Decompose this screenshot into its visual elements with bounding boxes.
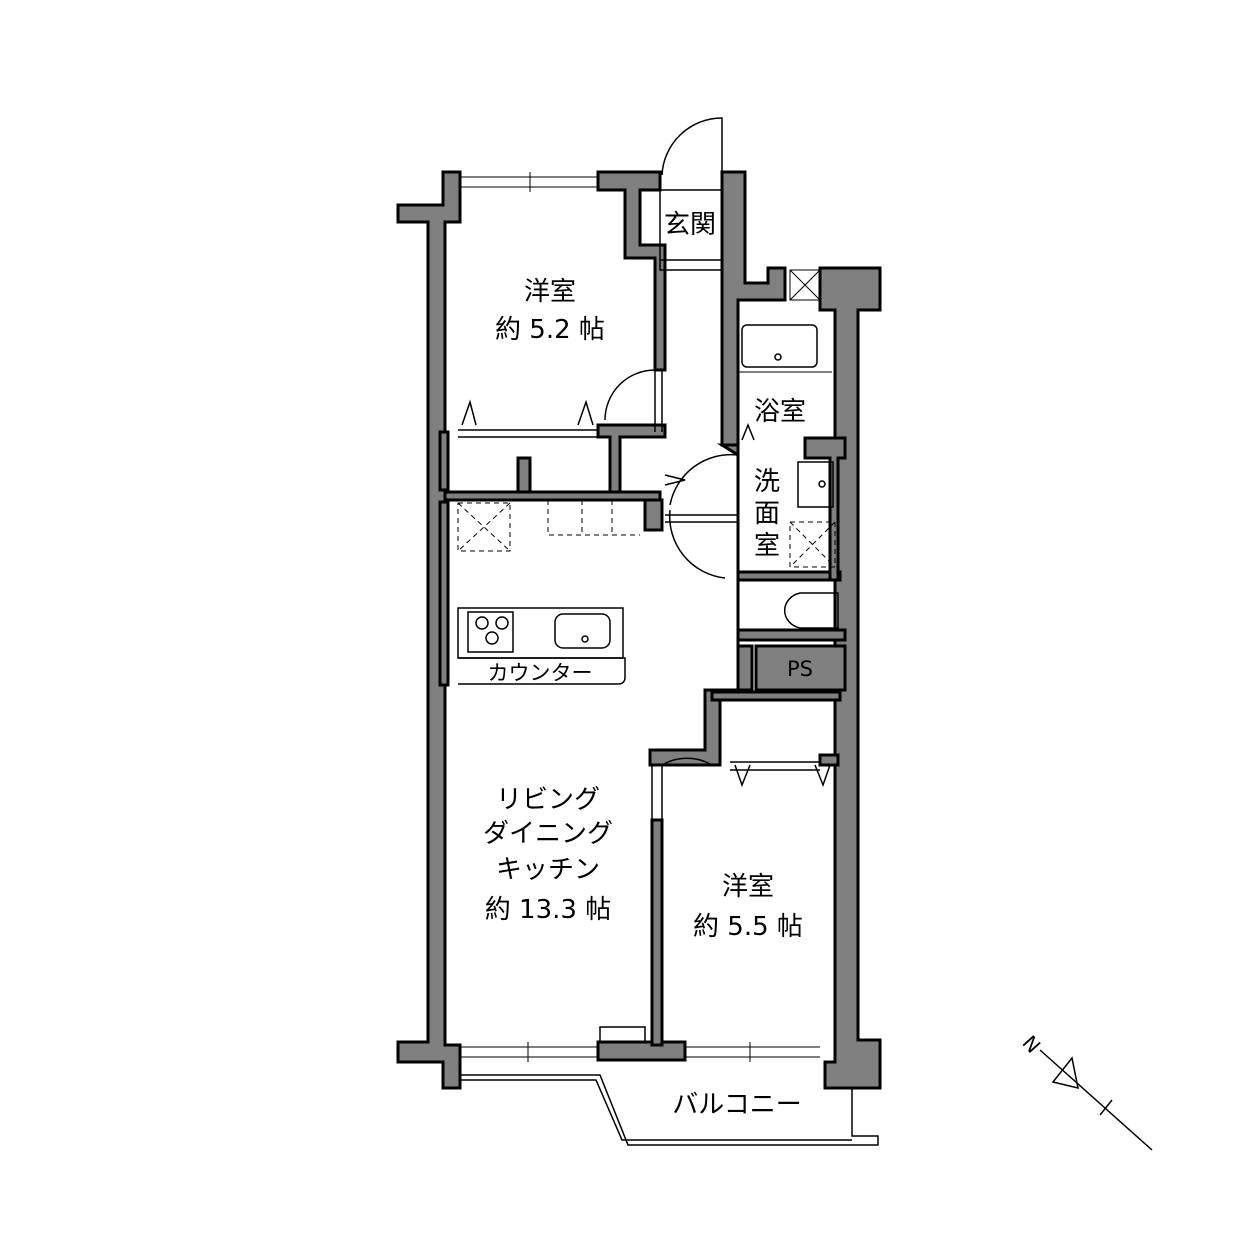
compass-north-label: N — [1018, 1031, 1046, 1058]
wash-basin — [797, 461, 834, 508]
ldk-label-2: ダイニング — [483, 819, 613, 849]
stove — [467, 611, 514, 653]
bedroom-north-name: 洋室 — [524, 277, 576, 307]
fixtures — [457, 324, 879, 1146]
entrance-label: 玄関 — [664, 210, 716, 240]
washroom-label-3: 室 — [754, 531, 780, 561]
compass: N — [1018, 1031, 1153, 1151]
north-arrow-icon — [1051, 1056, 1079, 1090]
doors — [458, 117, 831, 820]
washer-space — [789, 521, 836, 568]
bathtub — [741, 324, 818, 368]
ldk-label-1: リビング — [496, 785, 600, 815]
bedroom-south-size: 約 5.5 帖 — [693, 912, 803, 942]
bath-label: 浴室 — [754, 397, 806, 427]
ldk-label-3: キッチン — [496, 855, 600, 885]
windows — [460, 172, 821, 1062]
ldk-size: 約 13.3 帖 — [485, 895, 611, 925]
counter-label: カウンター — [488, 661, 593, 685]
washroom-label-1: 洗 — [754, 467, 780, 497]
bedroom-north-size: 約 5.2 帖 — [495, 315, 605, 345]
walls — [396, 170, 882, 1090]
toilet — [784, 592, 839, 629]
kitchen-counter — [457, 607, 624, 659]
balcony-label: バルコニー — [672, 1090, 801, 1120]
ps-label: PS — [787, 657, 813, 681]
bedroom-south-name: 洋室 — [722, 872, 774, 902]
sink — [554, 613, 611, 649]
washroom-label-2: 面 — [754, 499, 780, 529]
